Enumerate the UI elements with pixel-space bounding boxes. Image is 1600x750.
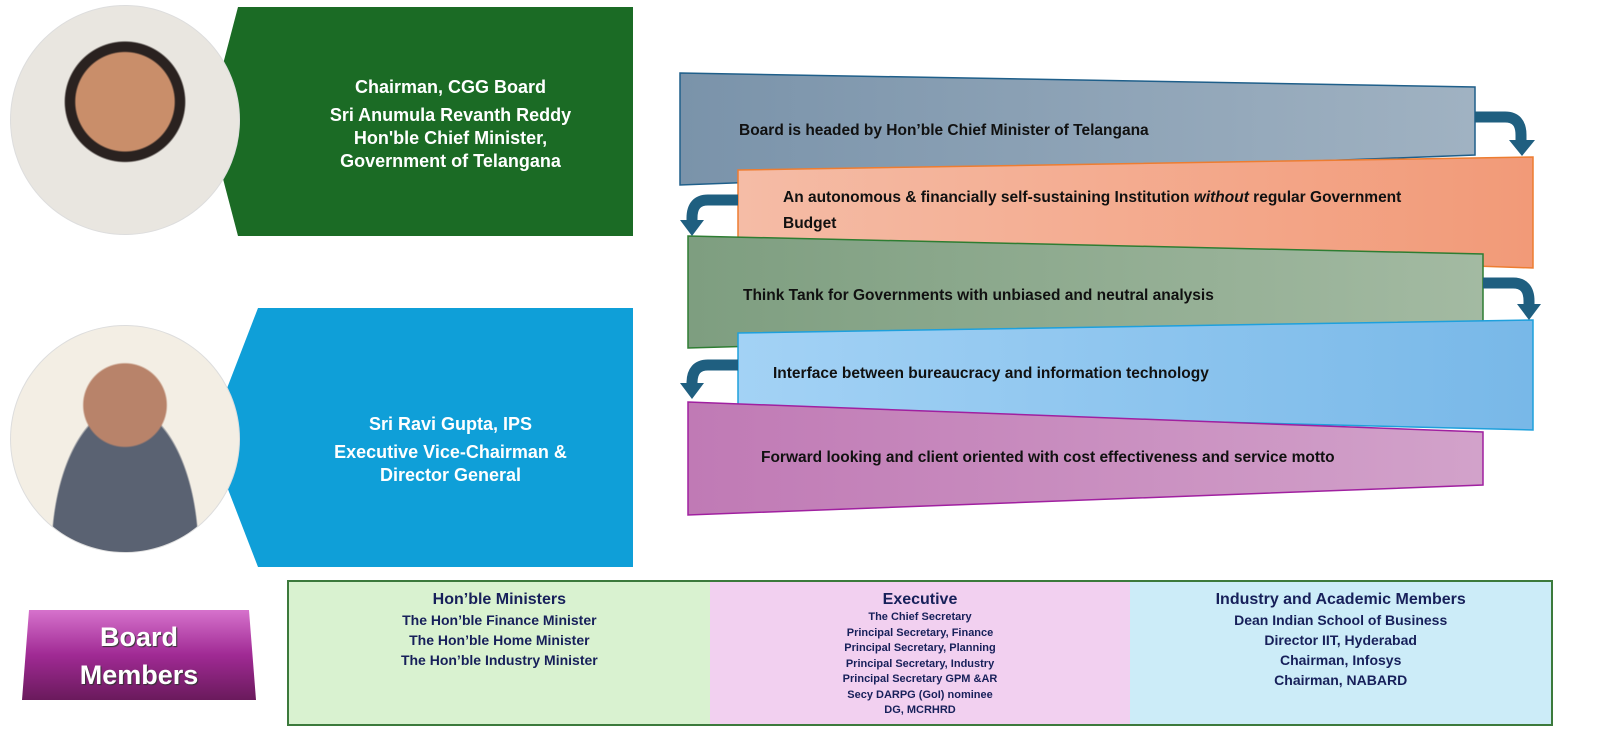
chairman-banner: Chairman, CGG Board Sri Anumula Revanth … <box>208 7 633 236</box>
flow-box-2 <box>737 156 1534 269</box>
chairman-photo <box>10 5 240 235</box>
chairman-title2: Government of Telangana <box>340 150 561 171</box>
arrow-icon <box>686 359 738 385</box>
list-item: Director IIT, Hyderabad <box>1264 632 1417 648</box>
flow-text-4: Interface between bureaucracy and inform… <box>773 365 1209 382</box>
evc-name: Sri Ravi Gupta, IPS <box>368 414 533 434</box>
evc-title1: Executive Vice-Chairman & <box>334 442 567 462</box>
flow-text-1: Board is headed by Hon’ble Chief Ministe… <box>739 122 1149 139</box>
flow-box-4 <box>737 319 1534 431</box>
arrow-icon <box>1475 111 1527 142</box>
list-item: Principal Secretary, Planning <box>844 642 996 654</box>
flow-box-1 <box>679 72 1476 186</box>
flow-text-3: Think Tank for Governments with unbiased… <box>743 287 1214 304</box>
evc-photo <box>10 325 240 553</box>
column-industry-academic: Industry and Academic Members Dean India… <box>1130 582 1552 724</box>
list-item: DG, MCRHRD <box>884 704 956 716</box>
list-item: The Chief Secretary <box>868 611 972 623</box>
board-members-table: Hon’ble Ministers The Hon’ble Finance Mi… <box>287 580 1553 726</box>
list-item: Principal Secretary GPM &AR <box>842 673 998 685</box>
list-item: Secy DARPG (GoI) nominee <box>847 688 993 701</box>
chairman-role: Chairman, CGG Board <box>354 76 547 97</box>
list-item: Chairman, Infosys <box>1279 652 1402 668</box>
list-item: The Hon’ble Home Minister <box>409 632 590 648</box>
arrow-icon <box>1483 277 1535 306</box>
list-item: The Hon’ble Industry Minister <box>400 652 598 668</box>
list-item: Chairman, NABARD <box>1274 672 1408 688</box>
list-item: Dean Indian School of Business <box>1234 612 1448 628</box>
evc-title2: Director General <box>379 465 522 485</box>
arrow-icon <box>686 194 738 222</box>
flow-text-5: Forward looking and client oriented with… <box>761 449 1335 466</box>
chairman-title1: Hon'ble Chief Minister, <box>353 127 548 148</box>
column-executive: Executive The Chief Secretary Principal … <box>709 582 1131 724</box>
column-ministers: Hon’ble Ministers The Hon’ble Finance Mi… <box>289 582 710 724</box>
list-item: The Hon’ble Finance Minister <box>402 612 597 628</box>
list-item: Principal Secretary, Finance <box>846 626 994 639</box>
list-item: Principal Secretary, Industry <box>845 657 995 670</box>
flow-box-5 <box>687 401 1484 516</box>
evc-banner: Sri Ravi Gupta, IPS Executive Vice-Chair… <box>208 308 633 567</box>
chairman-name: Sri Anumula Revanth Reddy <box>329 104 572 125</box>
flow-text-2: An autonomous & financially self-sustain… <box>783 189 1402 232</box>
